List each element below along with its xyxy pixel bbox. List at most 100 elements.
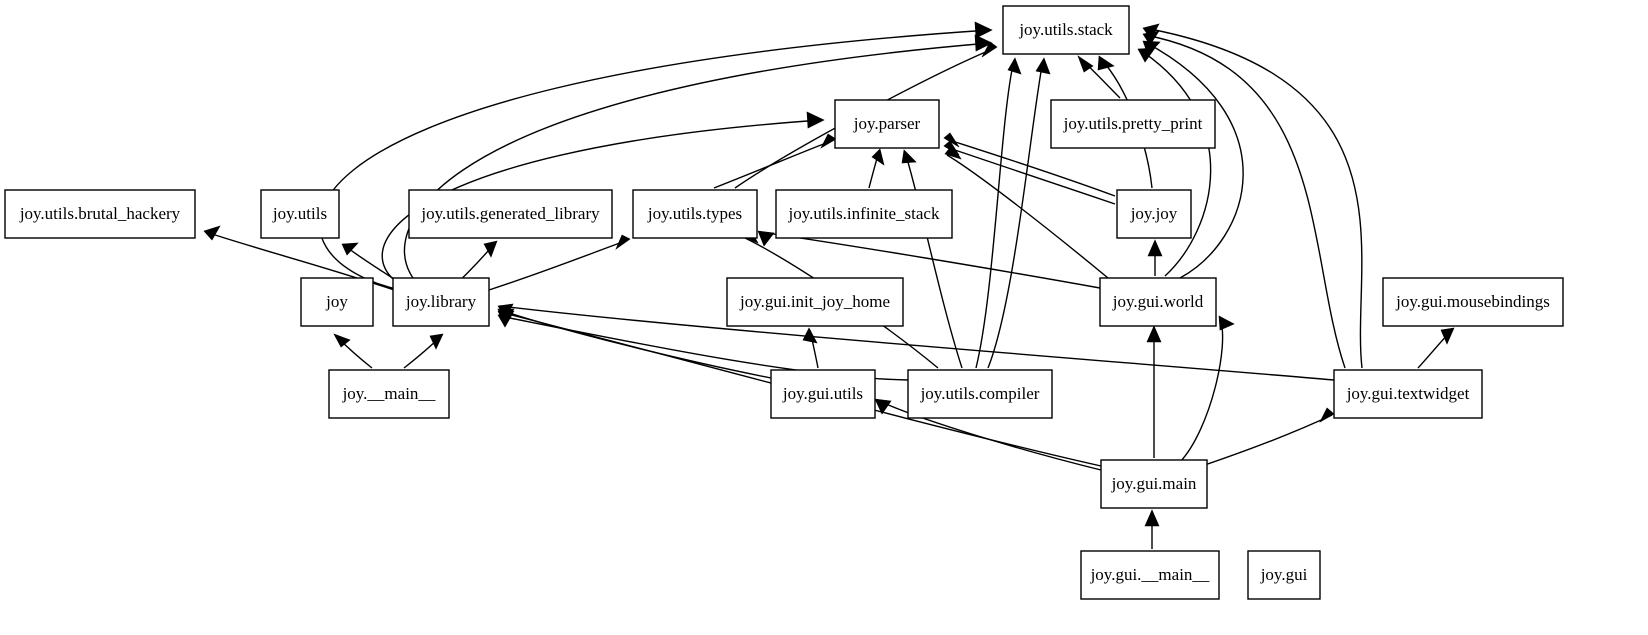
arrowhead-icon bbox=[1077, 55, 1094, 73]
node-box[interactable] bbox=[408, 189, 613, 239]
node-label: joy bbox=[325, 292, 348, 311]
node-box[interactable] bbox=[328, 369, 450, 419]
node-joy.utils.infinite_stack[interactable]: joy.utils.infinite_stack bbox=[775, 189, 953, 239]
arrowhead-icon bbox=[1146, 325, 1162, 343]
node-joy.utils.brutal_hackery[interactable]: joy.utils.brutal_hackery bbox=[4, 189, 196, 239]
edge-joy.utils.compiler-to-joy.utils.stack bbox=[975, 59, 1015, 369]
nodes-layer: joy.utils.stack joy.parser joy.utils.prett… bbox=[4, 5, 1564, 600]
arrowhead-icon bbox=[1142, 30, 1160, 46]
edge-joy.joy-to-joy.parser bbox=[945, 146, 1116, 205]
arrowhead-icon bbox=[1144, 509, 1160, 527]
arrowhead-icon bbox=[871, 148, 885, 166]
node-label: joy.gui.init_joy_home bbox=[739, 292, 890, 311]
node-box[interactable] bbox=[770, 369, 876, 419]
node-joy.parser[interactable]: joy.parser bbox=[834, 99, 940, 149]
node-joy.utils.generated_library[interactable]: joy.utils.generated_library bbox=[408, 189, 613, 239]
arrowhead-icon bbox=[1319, 407, 1335, 423]
node-box[interactable] bbox=[260, 189, 340, 239]
node-box[interactable] bbox=[1333, 369, 1483, 419]
edge-joy.library-to-joy.utils.stack bbox=[318, 29, 991, 294]
arrowhead-icon bbox=[1035, 57, 1051, 75]
node-box[interactable] bbox=[1247, 550, 1321, 600]
arrowhead-icon bbox=[974, 21, 993, 39]
arrowhead-icon bbox=[943, 132, 960, 148]
edge-joy.library-to-joy.utils.types bbox=[488, 239, 629, 291]
edge-joy.joy-to-joy.parser bbox=[945, 138, 1116, 197]
node-label: joy.gui.textwidget bbox=[1346, 384, 1470, 403]
edge-joy.gui.textwidget-to-joy.utils.stack bbox=[1144, 34, 1346, 369]
edge-joy.utils.types-to-joy.parser bbox=[713, 139, 835, 189]
node-joy.utils.compiler[interactable]: joy.utils.compiler bbox=[907, 369, 1053, 419]
node-box[interactable] bbox=[907, 369, 1053, 419]
arrowhead-icon bbox=[1097, 55, 1115, 71]
arrowhead-icon bbox=[981, 41, 998, 58]
node-box[interactable] bbox=[1116, 189, 1192, 239]
arrowhead-icon bbox=[874, 398, 892, 415]
node-box[interactable] bbox=[775, 189, 953, 239]
node-joy.gui[interactable]: joy.gui bbox=[1247, 550, 1321, 600]
arrowhead-icon bbox=[483, 240, 498, 258]
node-joy.utils.pretty_print[interactable]: joy.utils.pretty_print bbox=[1050, 99, 1216, 149]
node-label: joy.library bbox=[405, 292, 477, 311]
node-joy.__main__[interactable]: joy.__main__ bbox=[328, 369, 450, 419]
edge-joy.gui.main-to-joy.gui.textwidget bbox=[1189, 414, 1333, 471]
node-box[interactable] bbox=[1050, 99, 1216, 149]
arrowhead-icon bbox=[429, 333, 444, 350]
arrowhead-icon bbox=[1218, 315, 1235, 331]
node-joy.gui.utils[interactable]: joy.gui.utils bbox=[770, 369, 876, 419]
node-joy.gui.textwidget[interactable]: joy.gui.textwidget bbox=[1333, 369, 1483, 419]
node-label: joy.gui.__main__ bbox=[1090, 565, 1210, 584]
arrowhead-icon bbox=[203, 225, 221, 241]
node-joy.gui.__main__[interactable]: joy.gui.__main__ bbox=[1080, 550, 1220, 600]
node-label: joy.gui.world bbox=[1112, 292, 1204, 311]
node-joy.utils[interactable]: joy.utils bbox=[260, 189, 340, 239]
node-label: joy.utils.pretty_print bbox=[1063, 114, 1203, 133]
node-box[interactable] bbox=[1099, 277, 1217, 327]
arrowhead-icon bbox=[802, 327, 818, 344]
node-box[interactable] bbox=[1080, 550, 1220, 600]
arrowhead-icon bbox=[497, 310, 515, 325]
arrowhead-icon bbox=[757, 230, 775, 247]
arrowhead-icon bbox=[820, 133, 837, 149]
node-box[interactable] bbox=[632, 189, 758, 239]
arrowhead-icon bbox=[1007, 57, 1022, 75]
node-joy.utils.types[interactable]: joy.utils.types bbox=[632, 189, 758, 239]
node-box[interactable] bbox=[726, 277, 904, 327]
edge-joy.gui.main-to-joy.gui.world bbox=[1179, 317, 1224, 463]
node-box[interactable] bbox=[1382, 277, 1564, 327]
node-label: joy.utils.infinite_stack bbox=[788, 204, 940, 223]
arrowhead-icon bbox=[341, 242, 359, 256]
node-joy.gui.world[interactable]: joy.gui.world bbox=[1099, 277, 1217, 327]
node-label: joy.utils.generated_library bbox=[420, 204, 600, 223]
node-joy.gui.init_joy_home[interactable]: joy.gui.init_joy_home bbox=[726, 277, 904, 327]
node-joy.gui.mousebindings[interactable]: joy.gui.mousebindings bbox=[1382, 277, 1564, 327]
node-joy.utils.stack[interactable]: joy.utils.stack bbox=[1002, 5, 1130, 55]
node-label: joy.utils.compiler bbox=[920, 384, 1040, 403]
edge-joy.gui.world-to-joy.parser bbox=[946, 154, 1109, 279]
edge-joy.library-to-joy.utils.brutal_hackery bbox=[205, 231, 401, 293]
node-joy.library[interactable]: joy.library bbox=[392, 277, 490, 327]
node-box[interactable] bbox=[1002, 5, 1130, 55]
arrowhead-icon bbox=[974, 34, 993, 52]
node-joy.joy[interactable]: joy.joy bbox=[1116, 189, 1192, 239]
node-box[interactable] bbox=[300, 277, 374, 327]
node-label: joy.utils.stack bbox=[1018, 20, 1113, 39]
arrowhead-icon bbox=[806, 111, 825, 129]
edge-joy.utils.compiler-to-joy.utils.stack bbox=[987, 59, 1044, 369]
node-box[interactable] bbox=[1100, 459, 1208, 509]
node-label: joy.gui.mousebindings bbox=[1395, 292, 1550, 311]
node-label: joy.gui bbox=[1260, 565, 1308, 584]
arrowhead-icon bbox=[944, 144, 962, 160]
arrowhead-icon bbox=[615, 234, 631, 250]
node-label: joy.utils.brutal_hackery bbox=[19, 204, 181, 223]
node-joy[interactable]: joy bbox=[300, 277, 374, 327]
node-label: joy.utils.types bbox=[647, 204, 742, 223]
node-label: joy.utils bbox=[272, 204, 327, 223]
node-box[interactable] bbox=[834, 99, 940, 149]
node-label: joy.gui.utils bbox=[782, 384, 863, 403]
arrowhead-icon bbox=[1440, 327, 1455, 345]
node-box[interactable] bbox=[392, 277, 490, 327]
node-joy.gui.main[interactable]: joy.gui.main bbox=[1100, 459, 1208, 509]
node-box[interactable] bbox=[4, 189, 196, 239]
